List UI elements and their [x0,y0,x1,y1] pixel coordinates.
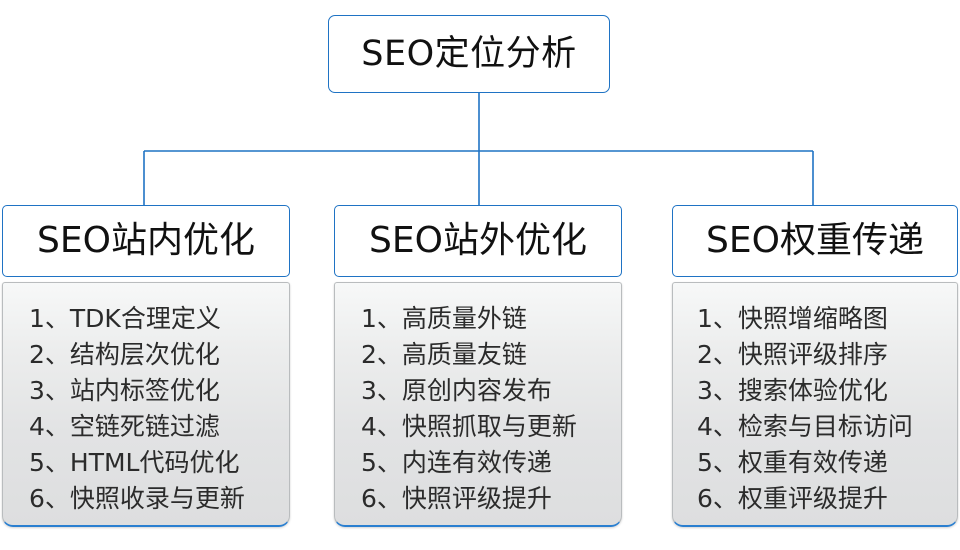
list-item-index: 5、 [29,448,70,477]
list-item-text: 搜索体验优化 [737,376,888,405]
list-item[interactable]: 2、 高质量友链 [361,337,621,373]
list-item-text: 权重评级提升 [737,484,888,513]
list-item[interactable]: 3、 原创内容发布 [361,373,621,409]
branch-panel-2: 1、 高质量外链 2、 高质量友链 3、 原创内容发布 4、 快照抓取与更新 5… [334,282,622,527]
list-item-text: HTML代码优化 [69,448,240,477]
list-item[interactable]: 1、 快照增缩略图 [697,301,957,337]
list-item-index: 3、 [361,376,402,405]
branch-item-list-1: 1、 TDK合理定义 2、 结构层次优化 3、 站内标签优化 4、 空链死链过滤… [3,301,289,517]
list-item-text: 快照评级排序 [737,340,888,369]
list-item-text: 站内标签优化 [69,376,220,405]
list-item[interactable]: 3、 搜索体验优化 [697,373,957,409]
list-item[interactable]: 6、 快照收录与更新 [29,481,289,517]
list-item-text: 快照收录与更新 [69,484,245,513]
list-item-text: 检索与目标访问 [737,412,913,441]
list-item-index: 4、 [697,412,738,441]
branch-column-3: SEO权重传递 1、 快照增缩略图 2、 快照评级排序 3、 搜索体验优化 4、 [672,205,958,527]
branch-header-3[interactable]: SEO权重传递 [672,205,958,277]
branch-panel-1: 1、 TDK合理定义 2、 结构层次优化 3、 站内标签优化 4、 空链死链过滤… [2,282,290,527]
list-item-text: 高质量友链 [401,340,527,369]
branch-header-label-1: SEO站内优化 [37,220,255,261]
list-item-index: 3、 [697,376,738,405]
list-item-text: 结构层次优化 [69,340,220,369]
list-item-text: TDK合理定义 [69,304,221,333]
list-item-text: 快照抓取与更新 [401,412,577,441]
branch-header-1[interactable]: SEO站内优化 [2,205,290,277]
list-item[interactable]: 2、 快照评级排序 [697,337,957,373]
list-item-index: 6、 [361,484,402,513]
list-item-text: 内连有效传递 [401,448,552,477]
list-item-text: 原创内容发布 [401,376,552,405]
list-item[interactable]: 1、 TDK合理定义 [29,301,289,337]
branch-item-list-3: 1、 快照增缩略图 2、 快照评级排序 3、 搜索体验优化 4、 检索与目标访问… [673,301,957,517]
list-item[interactable]: 2、 结构层次优化 [29,337,289,373]
list-item-text: 权重有效传递 [737,448,888,477]
list-item-index: 4、 [29,412,70,441]
list-item[interactable]: 5、 内连有效传递 [361,445,621,481]
list-item[interactable]: 1、 高质量外链 [361,301,621,337]
list-item-text: 高质量外链 [401,304,527,333]
branch-item-list-2: 1、 高质量外链 2、 高质量友链 3、 原创内容发布 4、 快照抓取与更新 5… [335,301,621,517]
list-item-index: 1、 [29,304,70,333]
list-item[interactable]: 3、 站内标签优化 [29,373,289,409]
list-item-index: 5、 [361,448,402,477]
list-item-index: 2、 [29,340,70,369]
list-item[interactable]: 5、 HTML代码优化 [29,445,289,481]
list-item-index: 4、 [361,412,402,441]
list-item[interactable]: 4、 检索与目标访问 [697,409,957,445]
list-item-index: 1、 [361,304,402,333]
list-item[interactable]: 4、 空链死链过滤 [29,409,289,445]
branch-panel-3: 1、 快照增缩略图 2、 快照评级排序 3、 搜索体验优化 4、 检索与目标访问… [672,282,958,527]
list-item-index: 2、 [697,340,738,369]
list-item-text: 快照评级提升 [401,484,552,513]
list-item[interactable]: 5、 权重有效传递 [697,445,957,481]
list-item[interactable]: 6、 权重评级提升 [697,481,957,517]
branch-header-label-3: SEO权重传递 [706,220,924,261]
branch-column-2: SEO站外优化 1、 高质量外链 2、 高质量友链 3、 原创内容发布 4、 快 [334,205,622,527]
list-item-index: 3、 [29,376,70,405]
list-item-text: 空链死链过滤 [69,412,220,441]
list-item-text: 快照增缩略图 [737,304,888,333]
list-item[interactable]: 6、 快照评级提升 [361,481,621,517]
list-item-index: 5、 [697,448,738,477]
list-item-index: 2、 [361,340,402,369]
list-item-index: 1、 [697,304,738,333]
branch-column-1: SEO站内优化 1、 TDK合理定义 2、 结构层次优化 3、 站内标签优化 4… [2,205,290,527]
root-node[interactable]: SEO定位分析 [328,15,610,93]
list-item-index: 6、 [29,484,70,513]
root-node-label: SEO定位分析 [361,33,577,74]
branch-header-label-2: SEO站外优化 [369,220,587,261]
branch-header-2[interactable]: SEO站外优化 [334,205,622,277]
list-item-index: 6、 [697,484,738,513]
list-item[interactable]: 4、 快照抓取与更新 [361,409,621,445]
